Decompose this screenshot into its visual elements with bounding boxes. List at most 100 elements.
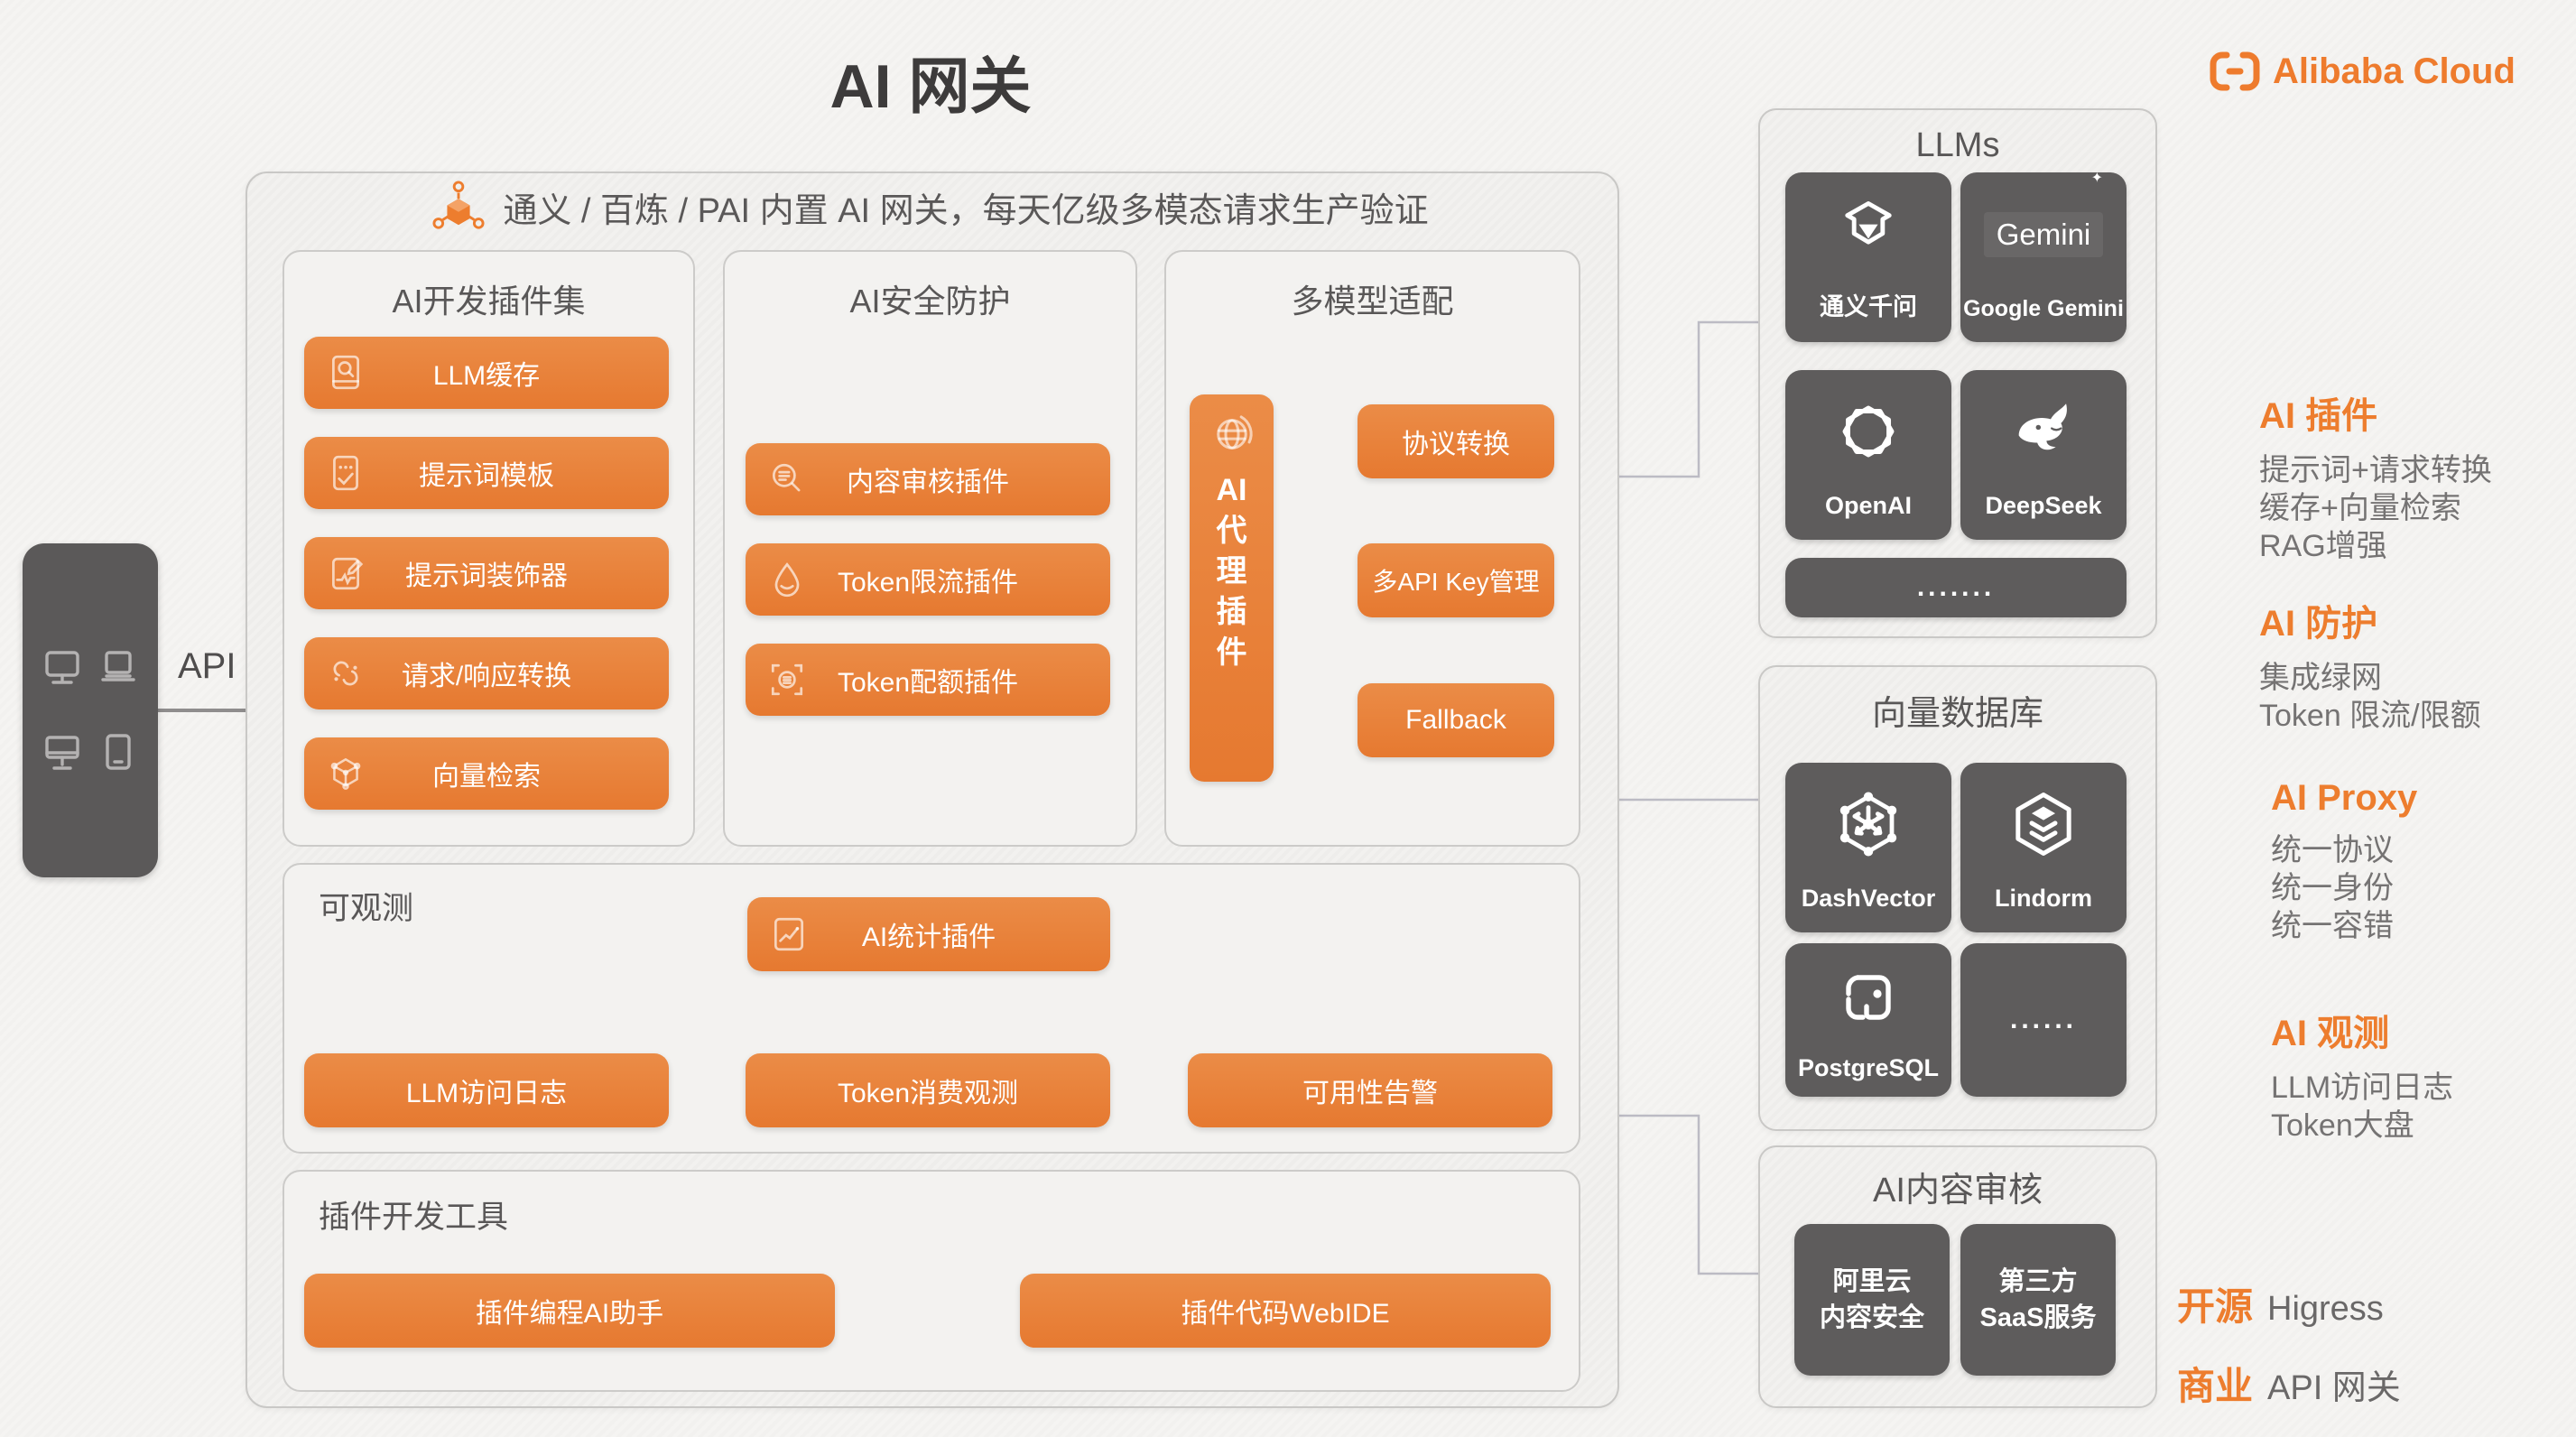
aliyun-line1: 阿里云	[1832, 1267, 1912, 1296]
sidebar-section-ai-proxy: AI Proxy 统一协议 统一身份 统一容错	[2271, 778, 2417, 945]
sidebar-line: Token 限流/限额	[2259, 699, 2481, 733]
availability-alert-button: 可用性告警	[1188, 1053, 1552, 1127]
sidebar-heading: AI Proxy	[2271, 778, 2418, 818]
postgresql-label: PostgreSQL	[1797, 1054, 1940, 1081]
deepseek-label: DeepSeek	[1985, 492, 2102, 519]
multi-api-key-button: 多API Key管理	[1357, 543, 1554, 617]
request-response-transform-label: 请求/响应转换	[401, 662, 572, 691]
banner: 通义 / 百炼 / PAI 内置 AI 网关，每天亿级多模态请求生产验证	[246, 181, 1616, 233]
ai-stats-plugin-label: AI统计插件	[861, 922, 996, 952]
proxy-char: 理	[1216, 554, 1247, 589]
proxy-char: 代	[1216, 514, 1247, 548]
commercial-tag: 商业	[2177, 1365, 2254, 1407]
proxy-char: 件	[1216, 635, 1247, 670]
security-title: AI安全防护	[849, 283, 1011, 320]
sidebar-line: 统一协议	[2271, 833, 2394, 867]
gemini-label: Google Gemini	[1963, 296, 2124, 321]
aliyun-line2: 内容安全	[1819, 1303, 1924, 1332]
plugin-ai-assistant-label: 插件编程AI助手	[475, 1299, 664, 1329]
openai-label: OpenAI	[1824, 492, 1912, 519]
gemini-word-text: Gemini	[1983, 211, 2104, 257]
llms-more-dots: .......	[1916, 572, 1996, 602]
fallback-label: Fallback	[1405, 705, 1506, 735]
commercial-value: API 网关	[2267, 1369, 2401, 1407]
token-quota-label: Token配额插件	[837, 668, 1019, 698]
client-devices-box	[23, 543, 158, 877]
content-review-title: AI内容审核	[1873, 1172, 2043, 1210]
tongyi-tile: 通义千问	[1785, 172, 1951, 342]
commercial-row: 商业 API 网关	[2177, 1356, 2401, 1411]
opensource-value: Higress	[2267, 1290, 2384, 1328]
prompt-decorator-icon	[326, 553, 366, 593]
prompt-template-label: 提示词模板	[419, 461, 554, 491]
opensource-row: 开源 Higress	[2177, 1276, 2384, 1331]
protocol-transform-label: 协议转换	[1402, 430, 1510, 459]
opensource-tag: 开源	[2177, 1285, 2254, 1328]
sidebar-section-ai-protection: AI 防护 集成绿网 Token 限流/限额	[2259, 594, 2481, 735]
plugin-ai-assistant-button: 插件编程AI助手	[304, 1274, 835, 1348]
token-quota-button: Token配额插件	[746, 644, 1110, 716]
llm-access-log-button: LLM访问日志	[304, 1053, 669, 1127]
plugin-webide-button: 插件代码WebIDE	[1020, 1274, 1551, 1348]
sidebar-line: LLM访问日志	[2271, 1071, 2454, 1105]
token-rate-limit-label: Token限流插件	[837, 568, 1019, 598]
token-rate-limit-button: Token限流插件	[746, 543, 1110, 616]
gemini-sparkle-icon: ✦	[2090, 171, 2103, 186]
observability-title: 可观测	[319, 891, 414, 926]
logo-text: Alibaba Cloud	[2273, 51, 2516, 91]
saas-line2: SaaS服务	[1979, 1303, 2097, 1332]
plugin-tools-title: 插件开发工具	[319, 1200, 509, 1235]
request-response-transform-button: 请求/响应转换	[304, 637, 669, 709]
gemini-tile: Gemini ✦ Google Gemini	[1960, 171, 2127, 342]
stats-chart-icon	[769, 914, 809, 954]
sidebar-heading: AI 插件	[2259, 396, 2378, 436]
prompt-decorator-button: 提示词装饰器	[304, 537, 669, 609]
deepseek-whale-icon	[1960, 370, 2127, 492]
sidebar-line: 统一容错	[2271, 909, 2394, 943]
vector-db-more-tile: ......	[1960, 943, 2127, 1097]
llms-title: LLMs	[1915, 126, 2000, 164]
sidebar-section-ai-observability: AI 观测 LLM访问日志 Token大盘	[2271, 1004, 2453, 1145]
ai-stats-plugin-button: AI统计插件	[747, 897, 1110, 971]
content-audit-plugin-button: 内容审核插件	[746, 443, 1110, 515]
transform-link-icon	[326, 654, 366, 693]
vector-search-button: 向量检索	[304, 737, 669, 810]
sidebar-section-ai-plugins: AI 插件 提示词+请求转换 缓存+向量检索 RAG增强	[2259, 386, 2492, 565]
alibaba-cloud-logo: Alibaba Cloud	[2210, 51, 2516, 92]
llm-access-log-label: LLM访问日志	[405, 1079, 568, 1108]
gemini-wordmark: Gemini ✦	[1960, 171, 2127, 296]
phone-icon	[97, 732, 139, 774]
llm-cache-label: LLM缓存	[432, 361, 541, 391]
postgresql-icon	[1785, 943, 1951, 1054]
sidebar-line: 提示词+请求转换	[2259, 453, 2492, 487]
prompt-template-button: 提示词模板	[304, 437, 669, 509]
proxy-char: AI	[1216, 473, 1247, 507]
prompt-template-icon	[326, 453, 366, 493]
lindorm-hexagon-icon	[1960, 763, 2127, 885]
content-audit-plugin-label: 内容审核插件	[847, 468, 1009, 497]
banner-text: 通义 / 百炼 / PAI 内置 AI 网关，每天亿级多模态请求生产验证	[503, 191, 1429, 230]
llms-more-tile: .......	[1785, 558, 2127, 617]
content-audit-icon	[767, 459, 807, 499]
alibaba-cloud-brackets-icon	[2210, 51, 2260, 92]
dashvector-cube-icon	[1785, 763, 1951, 885]
prompt-decorator-label: 提示词装饰器	[405, 561, 568, 591]
saas-line1: 第三方	[1998, 1267, 2078, 1296]
api-label: API	[178, 646, 236, 686]
sidebar-heading: AI 防护	[2259, 604, 2378, 644]
aliyun-content-safety-tile: 阿里云 内容安全	[1794, 1224, 1950, 1376]
openai-tile: OpenAI	[1785, 370, 1951, 540]
dashvector-label: DashVector	[1801, 885, 1936, 912]
globe-icon	[1207, 409, 1257, 459]
openai-icon	[1785, 370, 1951, 492]
multi-api-key-label: 多API Key管理	[1372, 568, 1540, 596]
fallback-button: Fallback	[1357, 683, 1554, 757]
sidebar-line: Token大盘	[2271, 1108, 2414, 1143]
node-cube-icon	[432, 181, 485, 233]
page-title: AI 网关	[829, 52, 1032, 121]
multi-model-title: 多模型适配	[1291, 283, 1454, 320]
sidebar-line: 缓存+向量检索	[2259, 491, 2461, 525]
deepseek-tile: DeepSeek	[1960, 370, 2127, 540]
sidebar-heading: AI 观测	[2271, 1014, 2390, 1053]
